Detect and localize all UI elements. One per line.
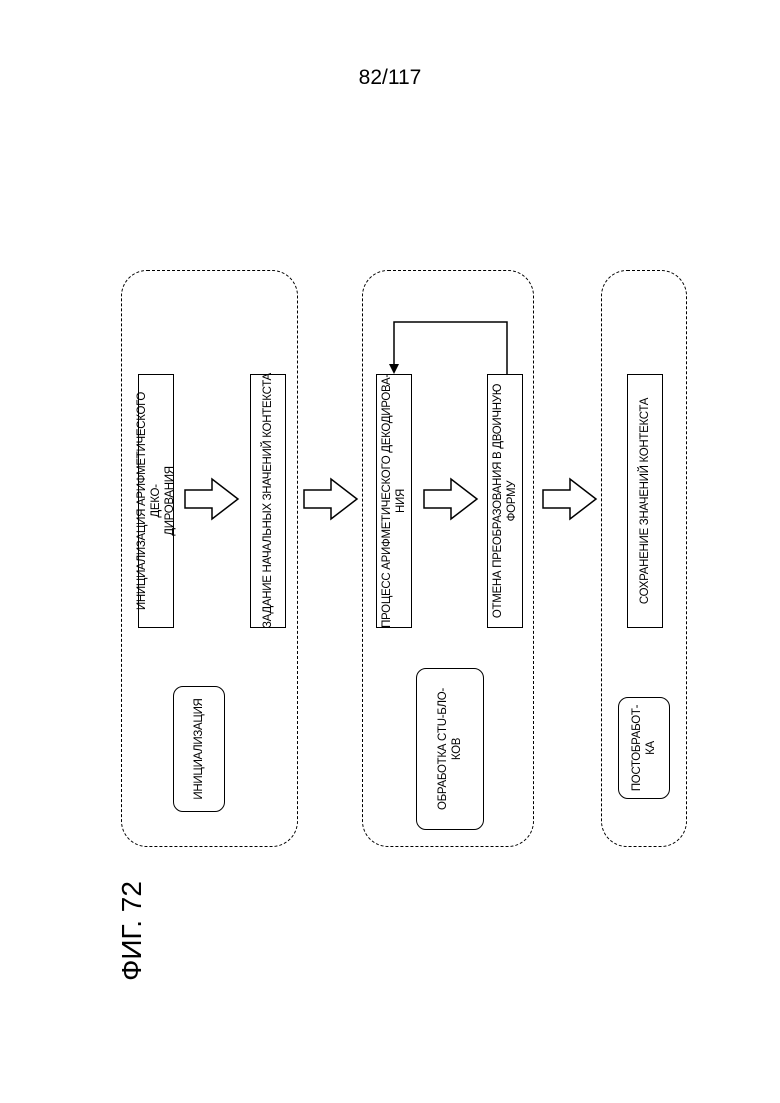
feedback-line (394, 322, 507, 374)
flow-arrow-icon (543, 479, 596, 519)
feedback-arrowhead-icon (389, 364, 399, 374)
flow-arrow-icon (304, 479, 357, 519)
flow-arrow-icon (185, 479, 238, 519)
flow-arrow-icon (424, 479, 477, 519)
